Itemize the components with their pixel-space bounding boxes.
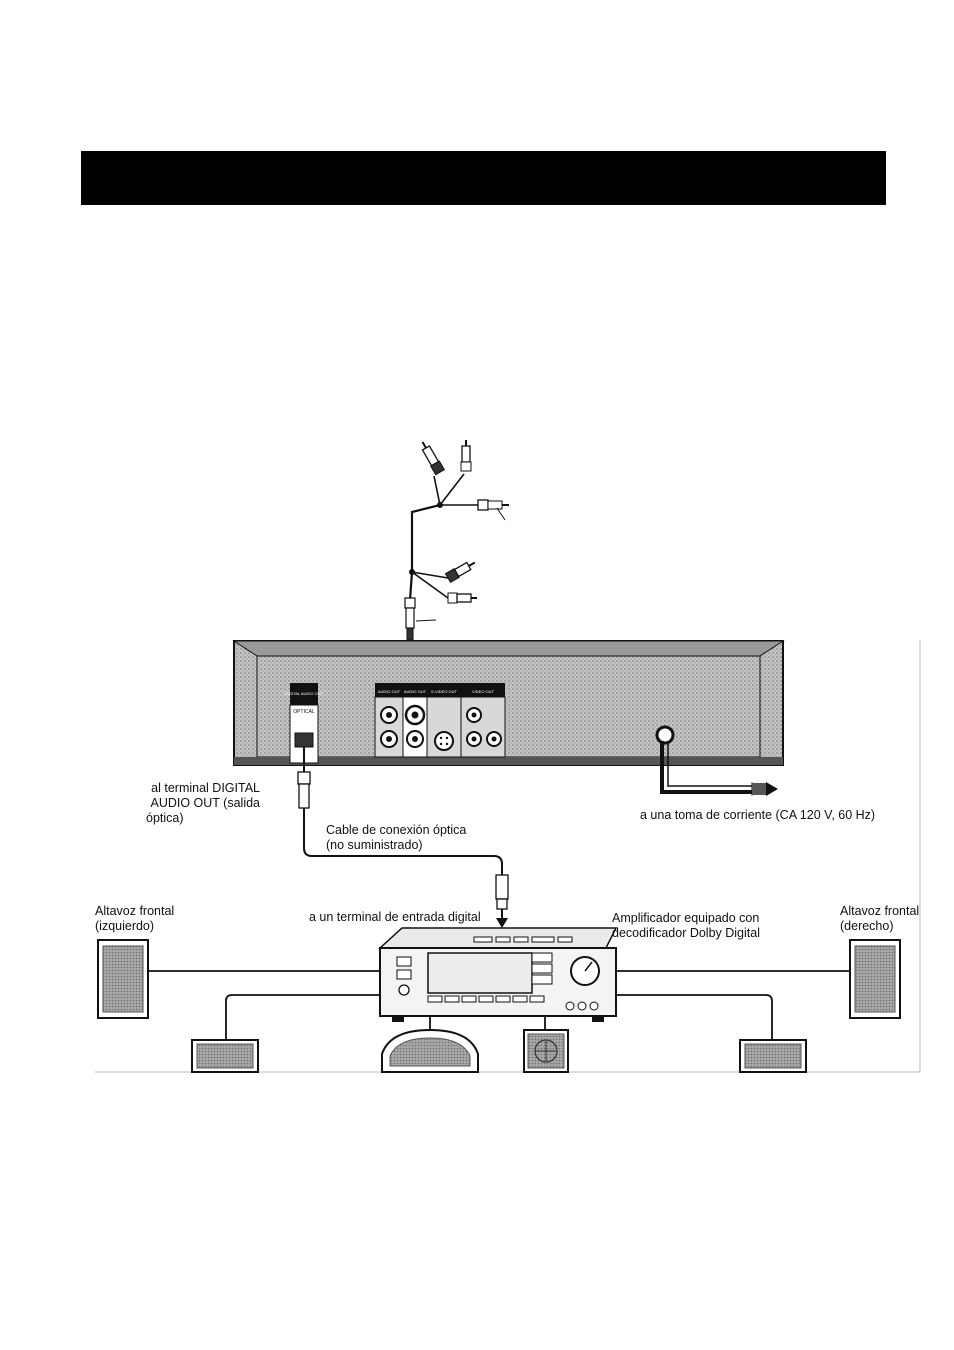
digital-audio-out-label: DIGITAL AUDIO OUT — [285, 691, 324, 696]
power-outlet-caption: a una toma de corriente (CA 120 V, 60 Hz… — [640, 808, 876, 822]
digital-audio-out-line-3: óptica) — [146, 811, 184, 825]
optical-cable-caption: Cable de conexión óptica (no suministrad… — [326, 823, 466, 853]
optical-cable-line-2: (no suministrado) — [326, 838, 423, 852]
rca-plug-lower — [447, 592, 477, 604]
dvd-player-rear-panel: DIGITAL AUDIO OUT OPTICAL AUDIO OUT AUDI… — [232, 640, 785, 766]
digital-audio-out-caption: al terminal DIGITAL AUDIO OUT (salida óp… — [138, 781, 260, 826]
front-right-line-1: Altavoz frontal — [840, 904, 920, 918]
amplifier-display — [427, 952, 533, 994]
optical-port — [294, 732, 314, 748]
s-video-port — [434, 731, 454, 751]
optical-label: OPTICAL — [293, 709, 315, 715]
amplifier-line-2: decodificador Dolby Digital — [612, 926, 760, 940]
center-speaker — [381, 1028, 479, 1073]
front-right-line-2: (derecho) — [840, 919, 894, 933]
audio-out-label-1: AUDIO OUT — [378, 689, 401, 694]
rca-plug-top-right — [460, 440, 472, 472]
amplifier-caption: Amplificador equipado con decodificador … — [612, 911, 760, 941]
rca-plug-top-left — [421, 441, 446, 476]
rear-right-speaker — [739, 1039, 807, 1073]
optical-cable — [297, 747, 509, 928]
rca-plug-mid — [444, 561, 476, 584]
front-left-speaker-caption: Altavoz frontal (izquierdo) — [95, 904, 174, 934]
front-left-speaker — [97, 939, 149, 1019]
power-cord — [660, 741, 778, 796]
rca-plug-leader-line — [496, 507, 506, 521]
digital-audio-out-label-box — [290, 683, 318, 705]
audio-out-label-2: AUDIO OUT — [404, 689, 427, 694]
power-cord-inlet — [655, 725, 675, 745]
amplifier-line-1: Amplificador equipado con — [612, 911, 760, 925]
front-right-speaker-caption: Altavoz frontal (derecho) — [840, 904, 919, 934]
rca-cable-bundle — [408, 473, 478, 601]
section-header-bar — [81, 151, 886, 205]
front-right-speaker — [849, 939, 901, 1019]
digital-input-caption: a un terminal de entrada digital — [309, 910, 481, 924]
rca-plug-side — [477, 499, 509, 511]
optical-cable-line-1: Cable de conexión óptica — [326, 823, 467, 837]
rear-left-speaker — [191, 1039, 259, 1073]
s-video-out-label: S-VIDEO OUT — [431, 689, 458, 694]
amplifier-receiver — [378, 927, 618, 1022]
video-out-label: VIDEO OUT — [472, 689, 495, 694]
speaker-wires — [148, 970, 852, 1040]
digital-audio-out-line-1: al terminal DIGITAL — [151, 781, 260, 795]
front-left-line-1: Altavoz frontal — [95, 904, 175, 918]
subwoofer — [523, 1029, 569, 1073]
digital-audio-out-line-2: AUDIO OUT (salida — [150, 796, 260, 810]
front-left-line-2: (izquierdo) — [95, 919, 155, 933]
